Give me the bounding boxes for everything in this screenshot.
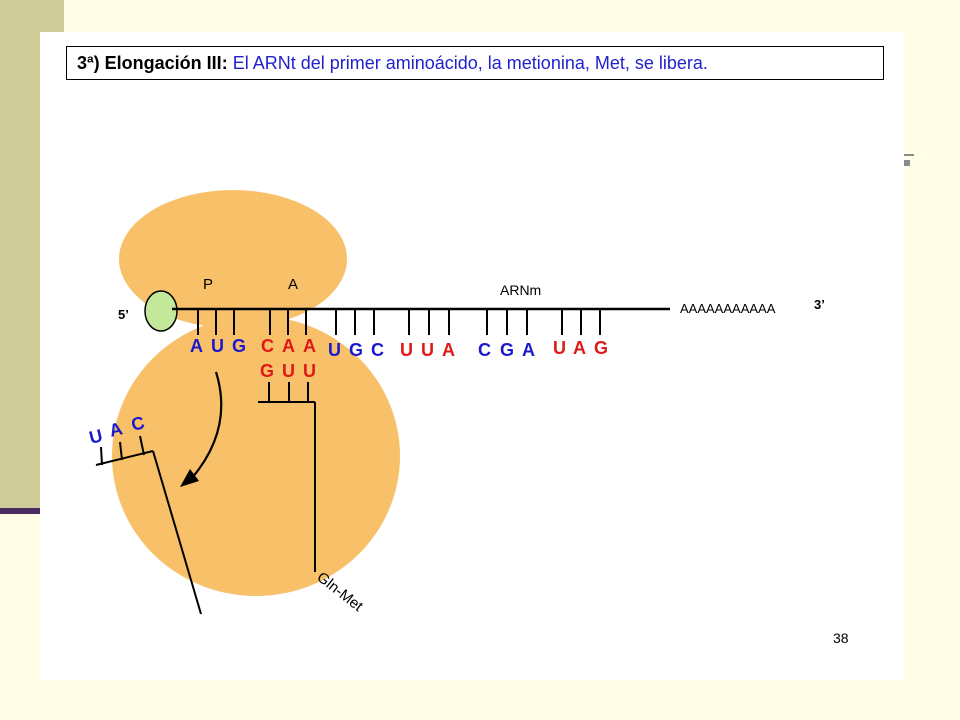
- five-prime-cap: [144, 290, 178, 332]
- p-site-label: P: [203, 276, 213, 293]
- codon-3-base-1: U: [328, 340, 341, 360]
- codon-3-base-3: C: [371, 340, 384, 360]
- ribosome-small-subunit: [119, 190, 347, 328]
- codon-5-base-3: A: [522, 340, 535, 360]
- trna-met-released: U A C: [87, 412, 202, 615]
- codon-1-base-2: U: [211, 336, 224, 356]
- ribosome-large-subunit: [112, 316, 400, 596]
- codon-4-base-2: U: [421, 340, 434, 360]
- decor-rule: [0, 508, 42, 514]
- translation-diagram: A U G C A A U G C U U A C G A U A G P A …: [87, 190, 849, 646]
- met-anticodon-base-1: U: [87, 425, 104, 448]
- right-decor-marks: [904, 150, 914, 168]
- gln-anticodon-base-3: U: [303, 361, 316, 381]
- codon-6-base-1: U: [553, 338, 566, 358]
- met-anticodon-base-3: C: [129, 412, 146, 435]
- poly-a-tail: AAAAAAAAAAA: [680, 301, 776, 316]
- codon-4-base-3: A: [442, 340, 455, 360]
- codon-4-base-1: U: [400, 340, 413, 360]
- gln-anticodon-base-2: U: [282, 361, 295, 381]
- release-arrow: [180, 371, 223, 487]
- codon-5-base-2: G: [500, 340, 514, 360]
- gln-anticodon-base-1: G: [260, 361, 274, 381]
- peptide-label: Gln-Met: [314, 569, 367, 616]
- title-description: El ARNt del primer aminoácido, la metion…: [227, 53, 708, 73]
- slide-title: 3ª) Elongación III: El ARNt del primer a…: [66, 46, 884, 80]
- codon-1-base-3: G: [232, 336, 246, 356]
- page-number: 38: [833, 630, 849, 646]
- codon-2-base-1: C: [261, 336, 274, 356]
- codon-5-base-1: C: [478, 340, 491, 360]
- codon-2-base-3: A: [303, 336, 316, 356]
- codon-1-base-1: A: [190, 336, 203, 356]
- codon-6-base-3: G: [594, 338, 608, 358]
- mrna-label: ARNm: [500, 282, 541, 298]
- mrna-codons: A U G C A A U G C U U A C G A U A G: [190, 336, 608, 360]
- title-heading: 3ª) Elongación III: [77, 53, 222, 73]
- five-prime-label: 5’: [118, 307, 129, 322]
- three-prime-label: 3’: [814, 297, 825, 312]
- codon-3-base-2: G: [349, 340, 363, 360]
- title-colon: :: [221, 53, 228, 73]
- slide: 3ª) Elongación III: El ARNt del primer a…: [40, 32, 904, 680]
- mrna-base-ticks: [197, 309, 601, 335]
- a-site-label: A: [288, 276, 298, 293]
- codon-2-base-2: A: [282, 336, 295, 356]
- met-anticodon-base-2: A: [107, 418, 124, 441]
- codon-6-base-2: A: [573, 338, 586, 358]
